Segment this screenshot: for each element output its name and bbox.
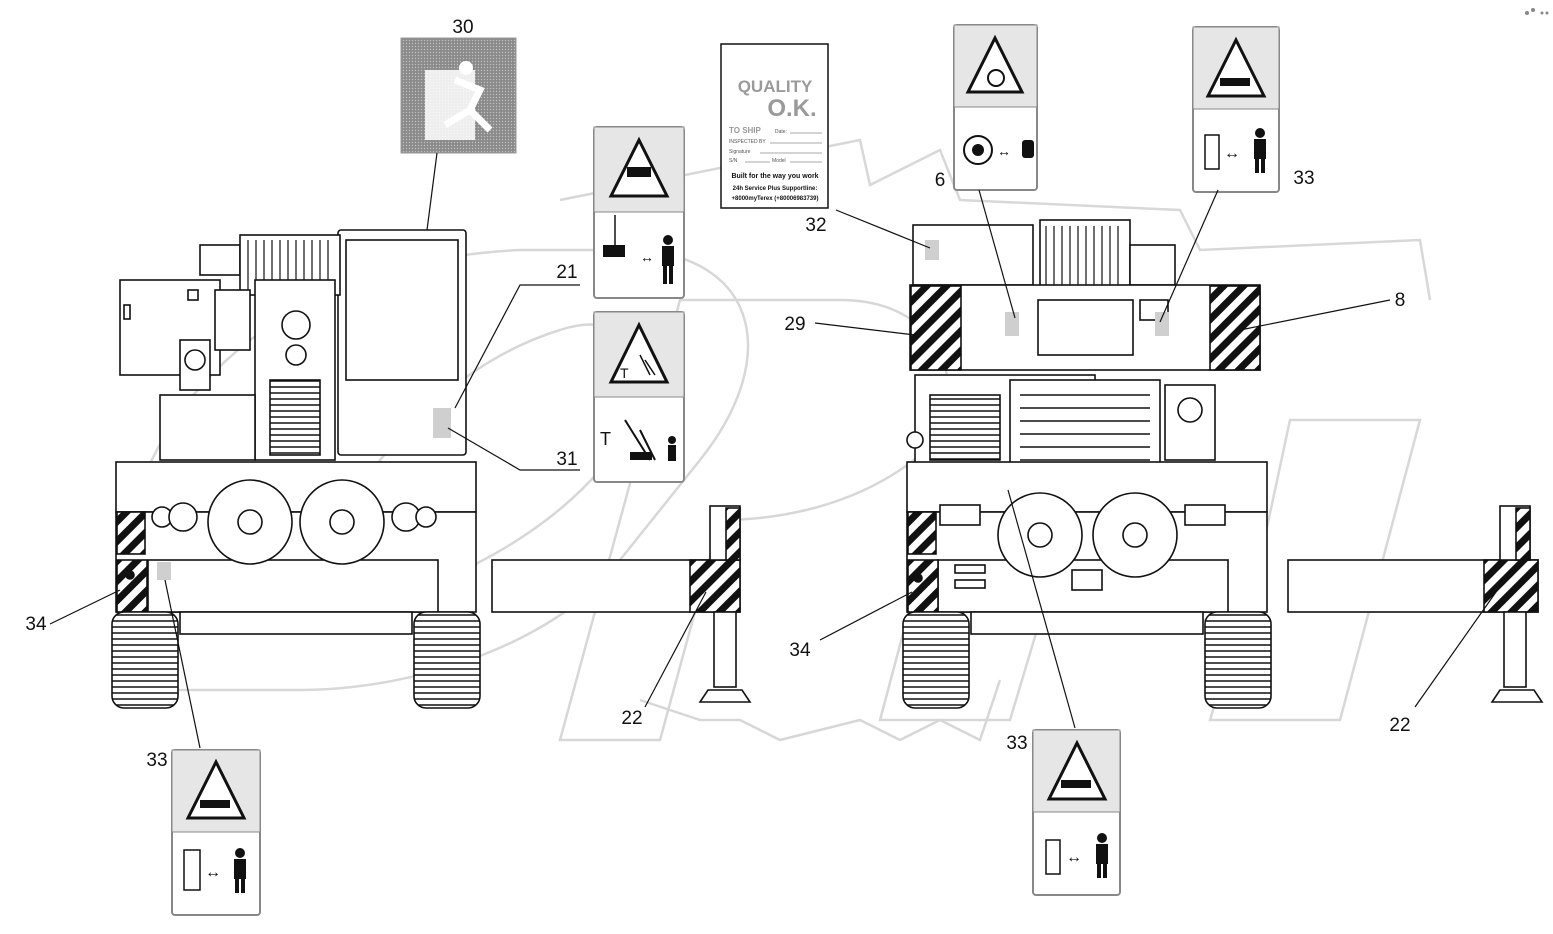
callout-33-left: 33 [146,750,167,771]
callout-32: 32 [805,215,826,236]
callout-30: 30 [452,17,473,38]
person-icon [662,235,674,284]
svg-text:↔: ↔ [1224,145,1240,162]
svg-text:T: T [620,365,629,381]
svg-text:T: T [600,429,611,449]
hoist-load-warning-decal: ↔ [593,126,685,299]
callout-29: 29 [784,314,805,335]
phone-text: +8000myTerex (+80006983739) [732,196,819,202]
callout-numbers: 30 21 31 34 22 33 32 6 33 29 8 34 33 22 [25,17,1410,771]
inspected-by-label: INSPECTED BY [729,139,766,145]
slogan-text: Built for the way you work [731,173,818,180]
date-label: Date: [775,129,787,135]
svg-text:↔: ↔ [997,143,1011,159]
arrow-both-icon: ↔ [640,249,654,265]
leader-lines [49,152,1497,749]
ok-title: O.K. [767,95,816,122]
right-crane-drawing [902,219,1544,709]
hand-icon [1022,140,1034,158]
callout-33-top-right: 33 [1293,168,1314,189]
callout-34-left: 34 [25,614,47,635]
callout-34-right: 34 [789,640,811,661]
corner-marker [1525,8,1549,15]
decal-patches [157,240,1169,580]
crush-hazard-decal-bottom-right: ↔ [1032,729,1121,896]
svg-text:↔: ↔ [205,864,221,881]
signature-label: Signature [729,149,751,155]
warning-triangle-icon [965,34,1025,94]
callout-31: 31 [556,449,577,470]
person-icon [668,436,676,461]
callout-22-left: 22 [621,708,642,729]
callout-22-right: 22 [1389,715,1410,736]
serial-label: S/N [729,158,738,164]
crush-hazard-decal-top-right: ↔ [1192,26,1280,193]
person-icon [234,848,246,893]
callout-6: 6 [935,170,946,191]
to-ship-label: TO SHIP [729,126,762,135]
running-man-exit-icon [425,70,475,140]
crush-hazard-decal-left: ↔ [171,749,261,916]
quality-ok-label: QUALITY O.K. TO SHIP Date: INSPECTED BY … [720,43,829,209]
model-label: Model [772,158,786,164]
warning-triangle-icon [608,321,670,384]
svg-text:↔: ↔ [1066,849,1082,866]
person-icon [1096,833,1108,878]
quality-title: QUALITY [738,77,813,96]
service-text: 24h Service Plus Supportline: [733,186,818,192]
callout-8: 8 [1395,290,1406,311]
person-icon [1254,128,1266,173]
callout-33-bottom-right: 33 [1006,733,1027,754]
crane-tip-warning-decal: T T [593,311,685,483]
left-crane-drawing [111,229,752,709]
callout-21: 21 [556,262,577,283]
entanglement-warning-decal: ↔ [953,24,1038,191]
exit-sign-decal [400,37,517,154]
